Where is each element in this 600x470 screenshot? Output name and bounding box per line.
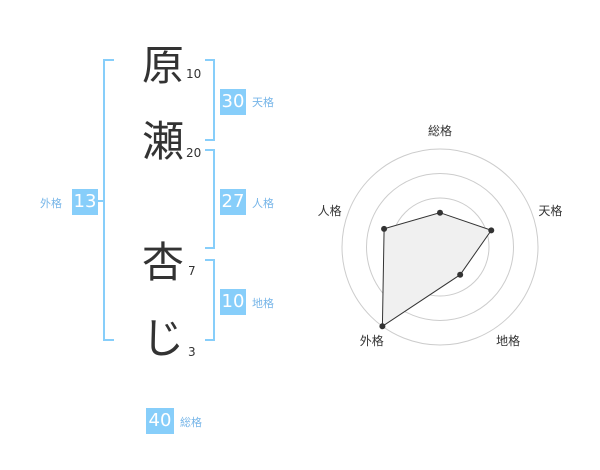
- radar-axis-label-1: 総格: [428, 123, 452, 138]
- stroke-count-3: 7: [188, 264, 196, 278]
- radar-point-2: [488, 227, 495, 234]
- radar-axis-label-3: 地格: [496, 333, 520, 348]
- gaikaku-label: 外格: [40, 197, 62, 210]
- soukaku-label: 総格: [180, 416, 202, 429]
- radar-point-1: [437, 209, 443, 216]
- tenkaku-label: 天格: [252, 96, 274, 109]
- radar-axis-label-5: 人格: [318, 203, 342, 218]
- bracket-lines: [96, 59, 215, 341]
- stroke-count-1: 10: [186, 67, 202, 81]
- tenkaku-bracket: [205, 59, 215, 141]
- chikaku-value: 10: [220, 289, 246, 315]
- chikaku-bracket: [205, 259, 215, 341]
- radar-point-5: [381, 225, 388, 232]
- stroke-count-2: 20: [186, 146, 202, 160]
- jinkaku-label: 人格: [252, 197, 274, 210]
- jinkaku-bracket: [205, 149, 215, 249]
- name-char-3: 杏: [141, 238, 184, 287]
- soukaku-value: 40: [146, 408, 174, 434]
- gaikaku-value: 13: [72, 189, 98, 215]
- gaikaku-bracket: [103, 59, 114, 341]
- tenkaku-value: 30: [220, 89, 246, 115]
- name-char-2: 瀬: [141, 117, 184, 166]
- radar-point-4: [379, 323, 386, 330]
- jinkaku-value: 27: [220, 189, 246, 215]
- radar-axis-label-2: 天格: [538, 203, 562, 218]
- radar-point-3: [457, 271, 464, 278]
- chikaku-label: 地格: [252, 297, 274, 310]
- name-char-1: 原: [141, 41, 184, 90]
- stroke-count-4: 3: [188, 345, 196, 359]
- radar-axis-label-4: 外格: [360, 333, 384, 348]
- radar-series-polygon: [381, 212, 493, 328]
- radar-ring-4: [341, 148, 539, 346]
- name-char-4: じ: [141, 314, 184, 363]
- radar-ring-3: [366, 173, 514, 321]
- radar-points: [379, 209, 495, 330]
